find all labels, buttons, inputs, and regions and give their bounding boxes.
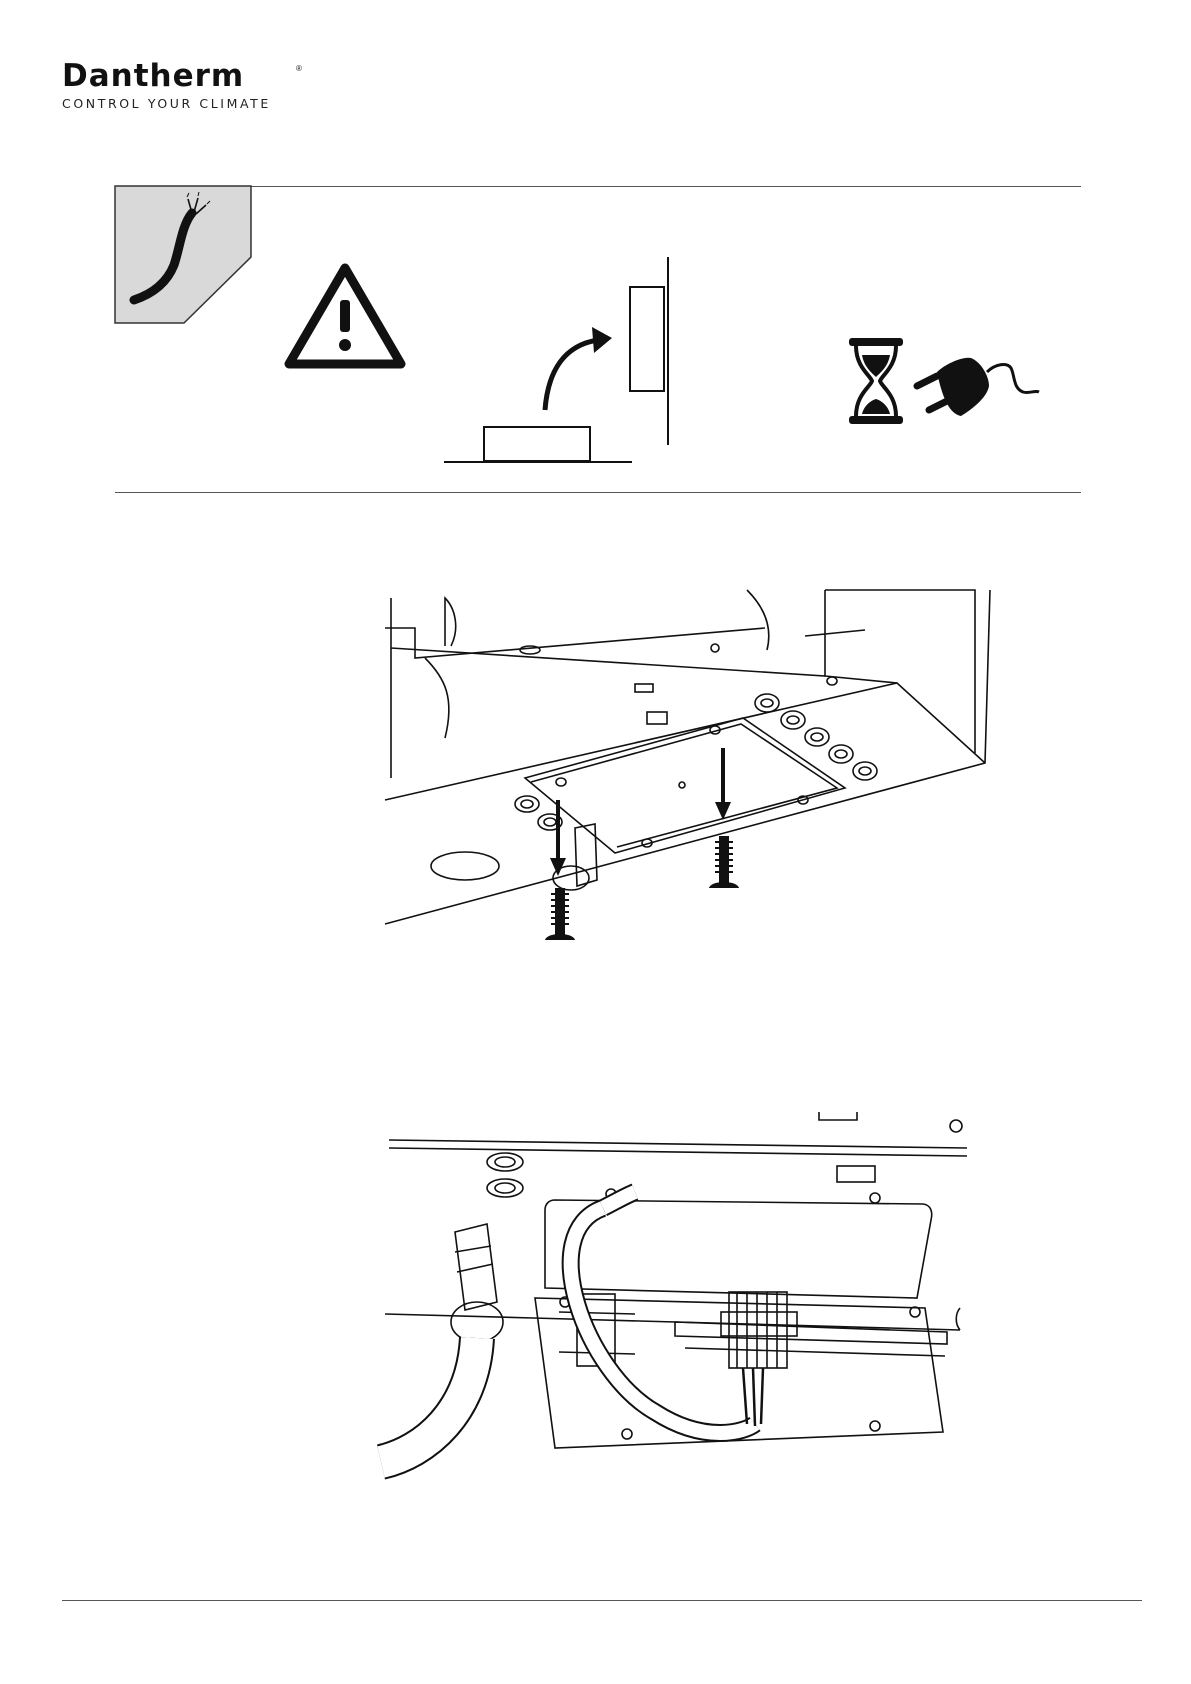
cable-icon [114,185,254,325]
dantherm-logo: Dantherm ® CONTROL YOUR CLIMATE [62,60,302,120]
unplug-power-icon [915,350,1045,430]
unscrew-terminal-cover-illustration [385,588,1000,970]
banner-bottom-rule [115,492,1081,493]
footer-rule [62,1600,1142,1601]
brand-tagline: CONTROL YOUR CLIMATE [62,96,302,111]
hourglass-icon [848,337,904,425]
banner-top-rule [250,186,1081,187]
screw-icon [545,888,575,940]
cable-wiring-terminal-block-illustration [385,1112,965,1487]
screw-icon [709,836,739,888]
warning-triangle-icon [285,264,405,368]
registered-mark: ® [296,64,302,73]
remove-cover-arrow-icon [440,255,680,470]
brand-name: Dantherm [62,60,302,92]
